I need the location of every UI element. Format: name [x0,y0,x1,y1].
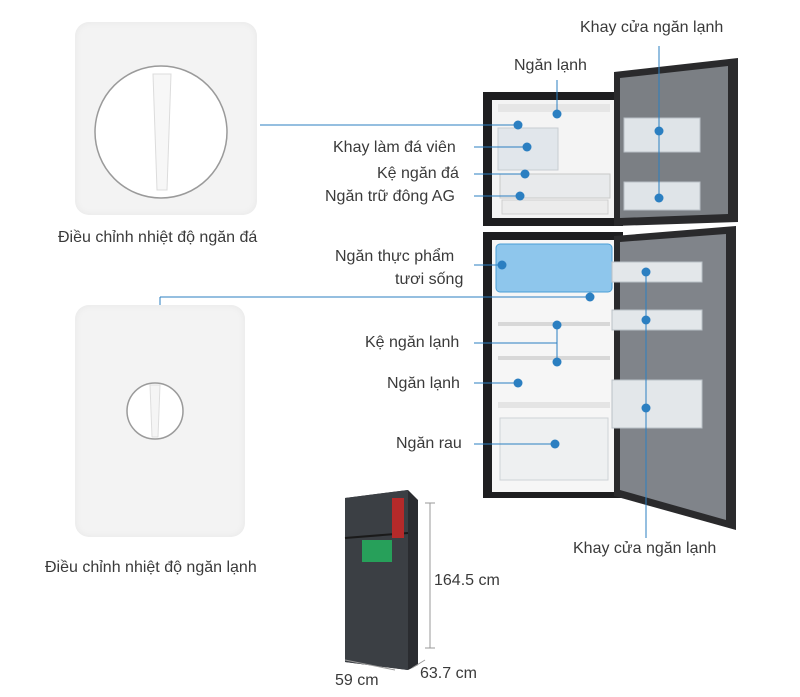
freezer-control-label: Điều chỉnh nhiệt độ ngăn đá [58,229,258,246]
label-fridge-door-tray: Khay cửa ngăn lạnh [573,540,717,557]
label-vegetable-drawer: Ngăn rau [396,435,462,452]
fridge-control-label: Điều chỉnh nhiệt độ ngăn lạnh [45,559,257,576]
dimension-depth: 63.7 cm [420,665,477,682]
label-fridge-compartment: Ngăn lạnh [387,375,460,392]
freezer-control-panel [75,22,257,215]
label-ice-shelf: Kệ ngăn đá [377,165,459,182]
dimension-height: 164.5 cm [434,572,500,589]
dimension-width: 59 cm [335,672,379,689]
fridge-control-panel [75,305,245,537]
freezer-control-knob-icon [94,65,228,199]
label-fresh-food-line2: tươi sống [395,271,464,288]
label-ice-tray: Khay làm đá viên [333,139,456,156]
label-freezer-compartment: Ngăn lạnh [514,57,587,74]
label-ag-storage: Ngăn trữ đông AG [325,188,455,205]
label-freezer-door-tray: Khay cửa ngăn lạnh [580,19,724,36]
fridge-control-knob-icon [126,382,184,440]
label-fresh-food-line1: Ngăn thực phẩm [335,248,455,265]
label-fridge-shelf: Kệ ngăn lạnh [365,334,460,351]
